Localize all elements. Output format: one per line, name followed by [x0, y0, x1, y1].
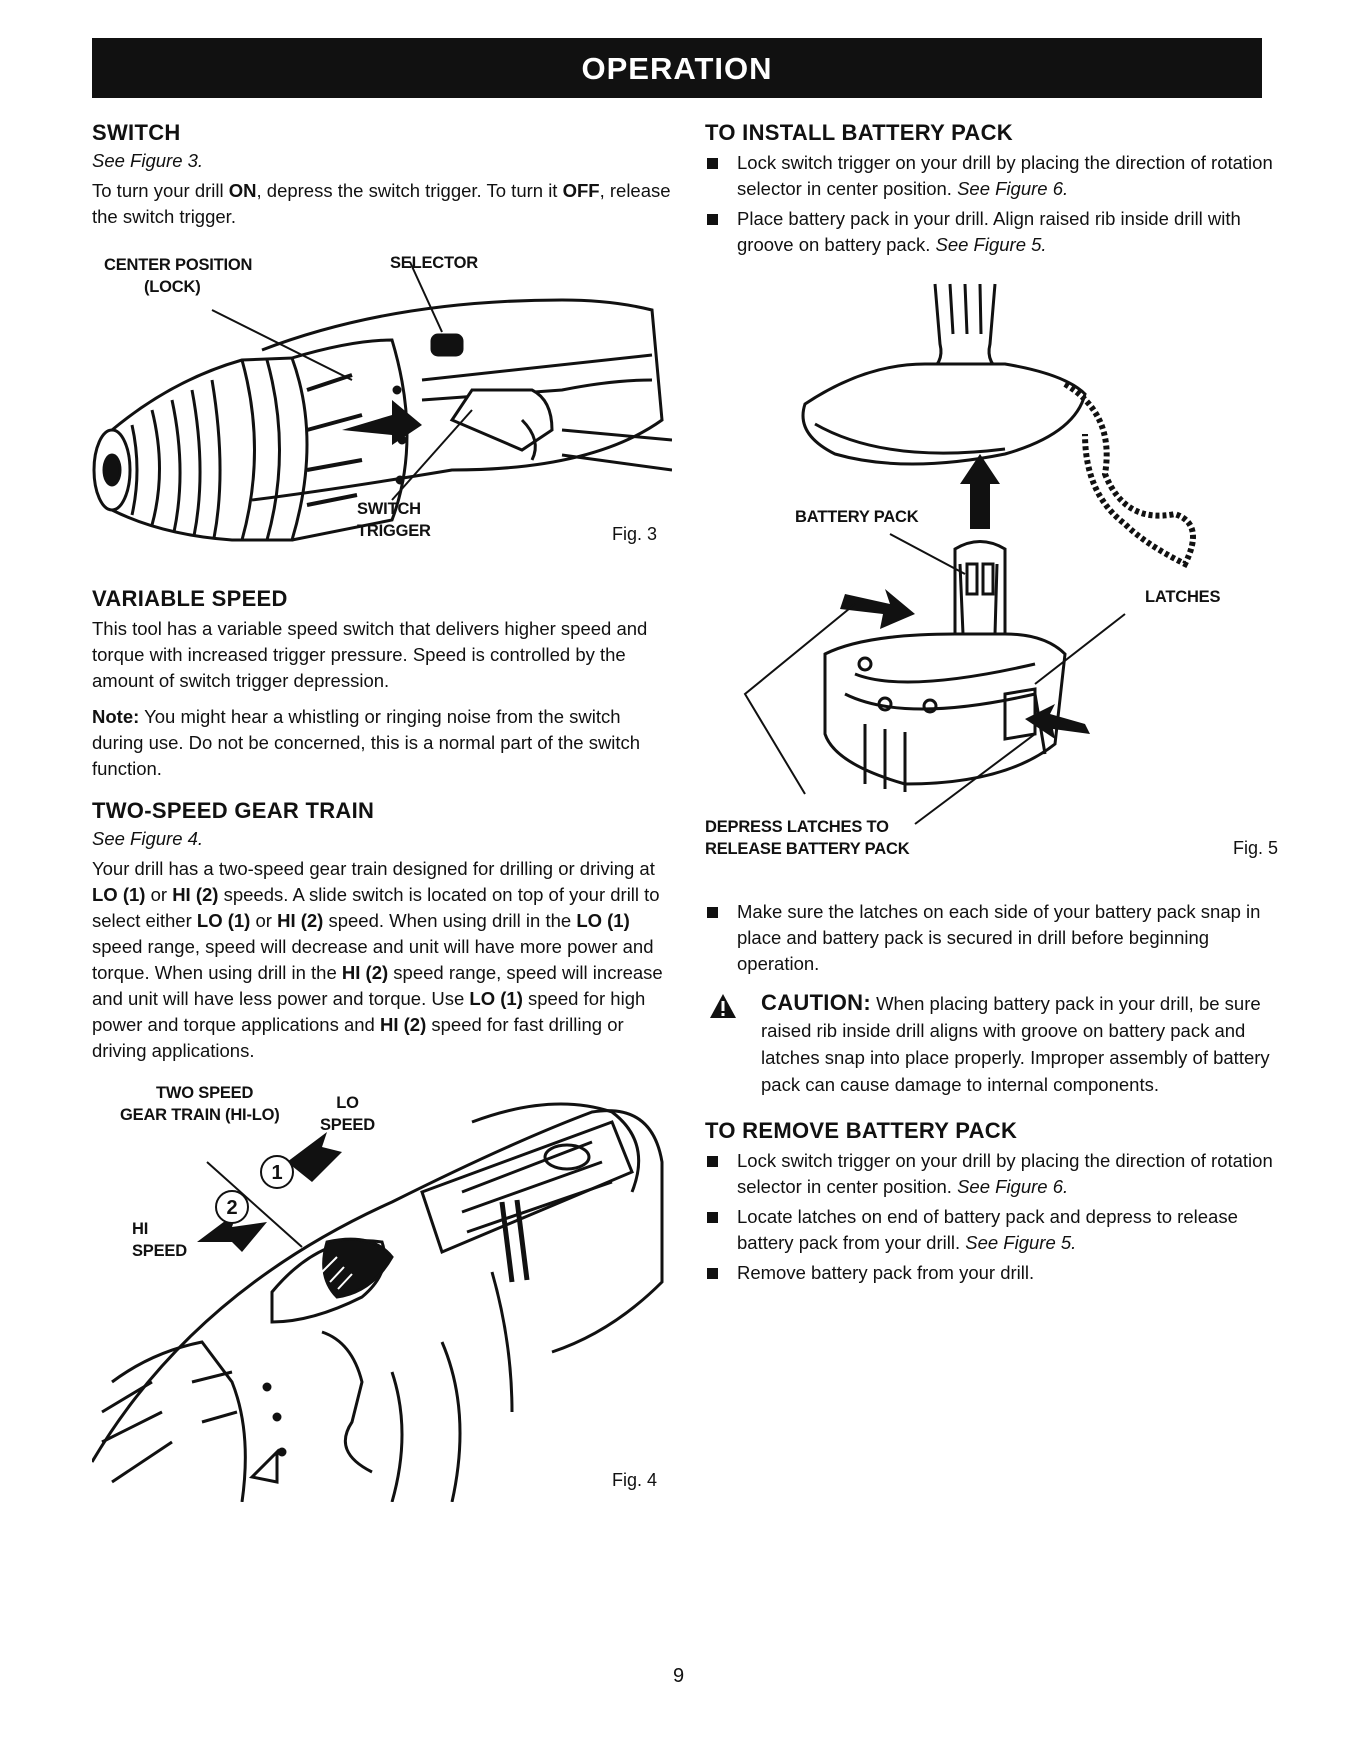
fig5-number: Fig. 5: [1233, 838, 1279, 858]
switch-text: To turn your drill ON, depress the switc…: [92, 180, 671, 227]
fig3-label-center-position: CENTER POSITION (LOCK): [104, 256, 253, 296]
fig4-number: Fig. 4: [612, 1470, 658, 1490]
section-banner: OPERATION: [92, 38, 1262, 98]
caution-block: CAUTION: When placing battery pack in yo…: [705, 989, 1285, 1098]
fig4-circle-2: 2: [226, 1197, 237, 1219]
variable-speed-note: Note: You might hear a whistling or ring…: [92, 706, 641, 779]
remove-steps: Lock switch trigger on your drill by pla…: [705, 1148, 1285, 1286]
fig3-label-selector: SELECTOR: [390, 254, 478, 272]
switch-heading: SWITCH: [92, 120, 181, 145]
two-speed-text: Your drill has a two-speed gear train de…: [92, 858, 663, 1061]
warning-triangle-icon: [710, 994, 736, 1018]
caution-text: When placing battery pack in your drill,…: [761, 993, 1270, 1095]
variable-speed-heading: VARIABLE SPEED: [92, 586, 288, 611]
fig4-label-lo-speed: LO SPEED: [320, 1094, 375, 1134]
variable-speed-text: This tool has a variable speed switch th…: [92, 618, 648, 691]
remove-heading: TO REMOVE BATTERY PACK: [705, 1118, 1018, 1143]
section-title: OPERATION: [581, 51, 773, 86]
switch-see-figure: See Figure 3.: [92, 150, 204, 171]
figure-5: BATTERY PACK LATCHES DEPRESS LATCHES TO …: [705, 264, 1285, 889]
install-steps: Lock switch trigger on your drill by pla…: [705, 150, 1285, 258]
figure-3: CENTER POSITION (LOCK) SELECTOR SWITCH T…: [92, 240, 672, 580]
remove-step-1: Lock switch trigger on your drill by pla…: [705, 1148, 1285, 1200]
left-column: SWITCH See Figure 3. To turn your drill …: [92, 120, 672, 1502]
remove-step-3: Remove battery pack from your drill.: [705, 1260, 1285, 1286]
fig4-label-hi-speed: HI SPEED: [132, 1220, 187, 1260]
fig5-label-battery-pack: BATTERY PACK: [795, 508, 919, 526]
install-step-1: Lock switch trigger on your drill by pla…: [705, 150, 1285, 202]
latch-check-step: Make sure the latches on each side of yo…: [705, 899, 1285, 977]
fig5-label-depress-latches: DEPRESS LATCHES TO RELEASE BATTERY PACK: [705, 818, 910, 858]
right-column: TO INSTALL BATTERY PACK Lock switch trig…: [705, 120, 1285, 1290]
fig4-label-gear-train: TWO SPEED GEAR TRAIN (HI-LO): [120, 1084, 280, 1124]
caution-title: CAUTION:: [761, 990, 871, 1015]
fig3-label-switch-trigger: SWITCH TRIGGER: [357, 500, 431, 540]
battery-pack-illustration: [743, 283, 1196, 825]
fig4-circle-1: 1: [271, 1162, 282, 1184]
after-fig5-steps: Make sure the latches on each side of yo…: [705, 899, 1285, 977]
drill-selector-illustration: [92, 261, 672, 542]
drill-gear-switch-illustration: 1 2: [92, 1102, 664, 1502]
two-speed-heading: TWO-SPEED GEAR TRAIN: [92, 798, 375, 823]
install-heading: TO INSTALL BATTERY PACK: [705, 120, 1013, 145]
page-number: 9: [672, 1665, 685, 1687]
figure-4: 1 2 TWO SPEED GEAR TRAIN (HI-LO) LO SPEE…: [92, 1082, 672, 1502]
bullet-square-icon: [707, 907, 718, 918]
fig3-number: Fig. 3: [612, 524, 658, 544]
two-speed-see-figure: See Figure 4.: [92, 828, 204, 849]
remove-step-2: Locate latches on end of battery pack an…: [705, 1204, 1285, 1256]
install-step-2: Place battery pack in your drill. Align …: [705, 206, 1285, 258]
fig5-label-latches: LATCHES: [1145, 588, 1221, 606]
